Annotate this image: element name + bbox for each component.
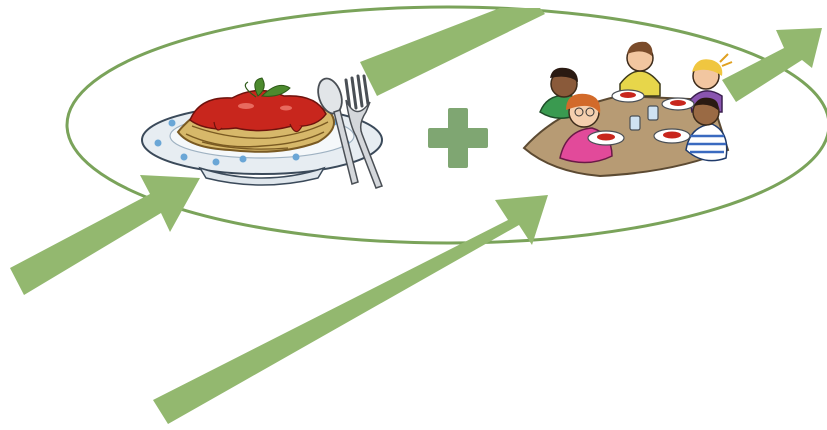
child-striped-shirt bbox=[685, 97, 728, 162]
family-dinner-icon bbox=[522, 41, 733, 178]
child-green-shirt bbox=[539, 67, 578, 119]
arrow-center-bottom-icon bbox=[153, 195, 548, 424]
arrow-top-right-icon bbox=[722, 28, 822, 102]
group-ellipse bbox=[65, 5, 827, 245]
spaghetti-plate-icon bbox=[141, 77, 383, 186]
arrow-top-center-icon bbox=[360, 8, 545, 96]
arrow-left-bottom-icon bbox=[10, 175, 200, 295]
plus-icon bbox=[428, 108, 488, 168]
cutlery-icon bbox=[317, 74, 383, 189]
child-yellow-shirt bbox=[619, 41, 661, 97]
